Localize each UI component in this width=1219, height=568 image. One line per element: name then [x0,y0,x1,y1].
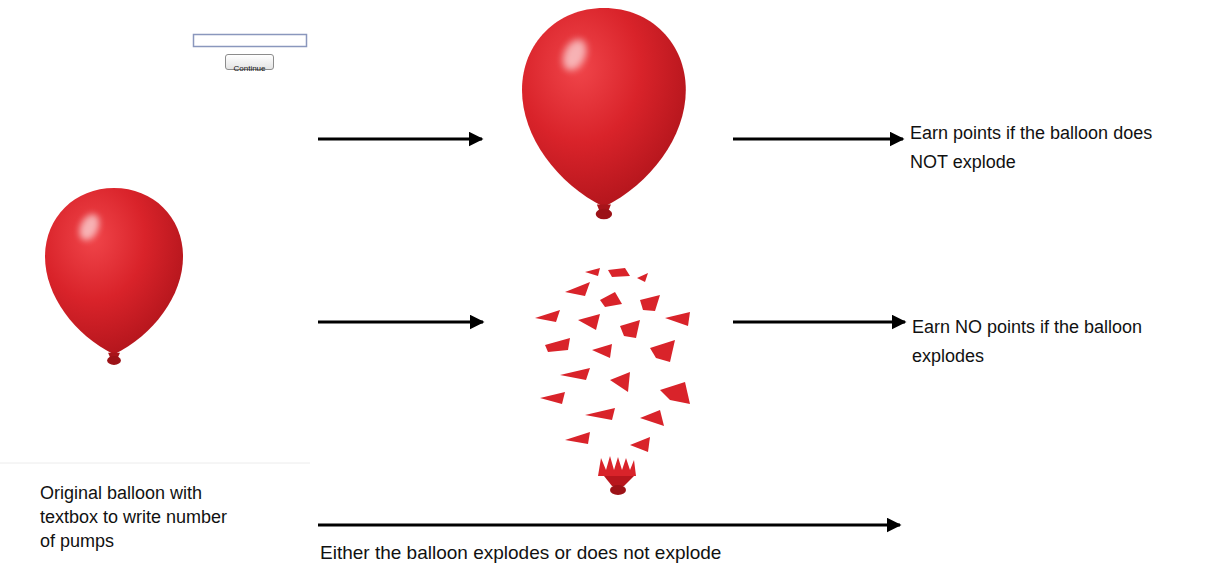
balloon-shard [585,408,615,420]
balloon-original [45,188,183,365]
balloon-shard [565,282,590,296]
arrow [318,321,483,324]
arrow [318,524,900,527]
balloon-shard [585,268,600,276]
arrow [318,138,482,141]
balloon-shard [630,437,650,452]
balloon-inflated [522,8,686,219]
balloon-shard [640,295,660,311]
balloon-shard [565,432,590,444]
arrow [733,138,903,141]
balloon-shard [650,340,675,362]
balloon-shard [540,392,565,404]
caption-label: Original balloon with textbox to write n… [40,481,234,553]
balloon-shard [610,372,630,392]
text-input-box [194,35,307,47]
balloon-shard [592,344,612,358]
balloon-exploded [535,268,690,495]
panel-edge [0,463,310,464]
balloon-shard [640,410,664,426]
balloon-shard [578,314,600,330]
balloon-remnant [604,476,634,486]
outcome-label: Earn points if the balloon does NOT expl… [910,119,1154,177]
balloon-shard [600,292,622,307]
balloon-shard [535,310,560,322]
balloon-remnant [598,456,636,476]
balloon-knot [610,485,626,495]
button-text: Continue [233,64,265,74]
balloon-shard [608,268,630,277]
arrow [733,321,905,324]
balloon-shard [560,368,590,380]
outcome-label: Earn NO points if the balloon explodes [912,313,1176,371]
balloon-shard [637,273,648,282]
continue-button: Continue [225,54,274,70]
timeline-label: Either the balloon explodes or does not … [320,541,721,565]
balloon-shard [660,382,690,404]
balloon-shard [545,338,570,352]
balloon-shard [665,312,690,326]
balloon-shard [620,320,640,338]
